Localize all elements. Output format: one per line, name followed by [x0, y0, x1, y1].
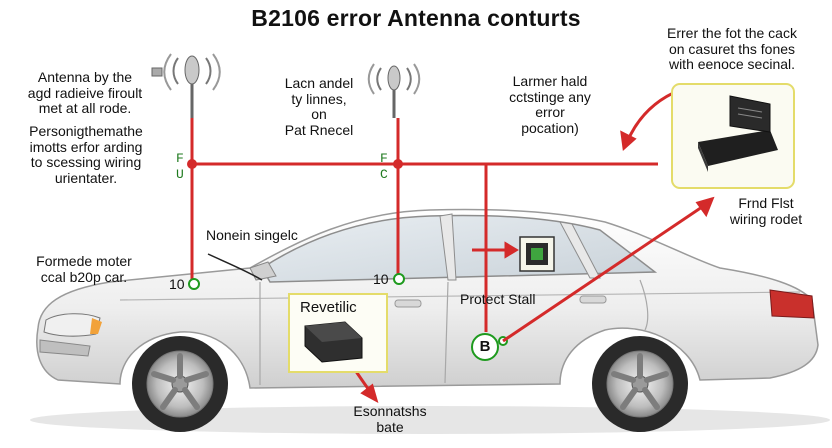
note-line: on casuret ths fones — [668, 40, 796, 57]
note-line: to scessing wiring — [30, 154, 142, 171]
note-line: ty linnes, — [291, 90, 347, 107]
note-center-right: Larmer hald cctstinge any error pocation… — [490, 73, 610, 137]
note-bottom: Esonnatshs bate — [340, 403, 440, 435]
note-line: Formede moter — [36, 253, 132, 269]
pin-letter-left-top: F — [176, 151, 184, 166]
note-top-right: Errer the fot the cack on casuret ths fo… — [652, 25, 812, 73]
pin-node-mid — [393, 273, 405, 285]
note-line: Lacn andel — [284, 75, 354, 91]
note-left-mid: Personigthemathe imotts erfor arding to … — [18, 123, 154, 187]
note-center-top: Lacn andel ty linnes, on Pat Rnecel — [264, 75, 374, 139]
pin-letter-mid-bottom: C — [380, 167, 388, 182]
diagram-title: B2106 error Antenna conturts — [251, 5, 581, 31]
note-right-mid: Frnd Flst wiring rodet — [716, 195, 816, 227]
front-wheel — [132, 336, 228, 432]
note-left-top: Antenna by the agd radieive firoult met … — [20, 69, 150, 117]
note-formede: Formede moter ccal b20p car. — [28, 253, 140, 285]
pin-number-left: 10 — [169, 276, 185, 292]
antenna-left-icon — [151, 53, 221, 118]
pin-letter-left-bottom: U — [176, 167, 184, 182]
note-line: wiring rodet — [729, 210, 803, 227]
label-nonein: Nonein singelc — [206, 227, 298, 243]
note-line: urientater. — [54, 170, 118, 187]
note-line: Antenna by the — [37, 69, 133, 85]
note-line: bate — [376, 418, 404, 435]
ecu-module-icon — [671, 83, 795, 189]
revetilic-panel — [288, 293, 388, 373]
connector-b-node: B — [471, 333, 499, 361]
note-line: agd radieive firoult — [27, 84, 143, 101]
pin-node-left — [188, 278, 200, 290]
note-line: Personigthemathe — [29, 123, 143, 139]
label-revetilic: Revetilic — [300, 299, 357, 316]
note-line: on — [311, 106, 327, 123]
note-line: Larmer hald — [512, 73, 588, 89]
wire-junctions — [187, 159, 403, 169]
note-line: ccal b20p car. — [40, 268, 128, 285]
note-line: met at all rode. — [38, 100, 132, 117]
note-line: Pat Rnecel — [284, 122, 354, 139]
pin-letter-mid-top: F — [380, 151, 388, 166]
pin-number-mid: 10 — [373, 271, 389, 287]
note-line: imotts erfor arding — [29, 138, 143, 155]
car-illustration — [30, 208, 830, 434]
rear-wheel — [592, 336, 688, 432]
note-line: cctstinge any — [509, 88, 591, 105]
antenna-center-icon — [367, 63, 421, 118]
note-line: error — [535, 104, 565, 121]
wiring — [190, 118, 658, 332]
label-protect-stall: Protect Stall — [460, 291, 536, 307]
window-module-icon — [519, 236, 555, 272]
note-line: Esonnatshs — [353, 403, 427, 419]
note-line: pocation) — [521, 120, 579, 137]
note-line: Errer the fot the cack — [667, 25, 797, 41]
note-line: Frnd Flst — [738, 195, 794, 211]
note-line: with eenoce secinal. — [668, 56, 796, 73]
